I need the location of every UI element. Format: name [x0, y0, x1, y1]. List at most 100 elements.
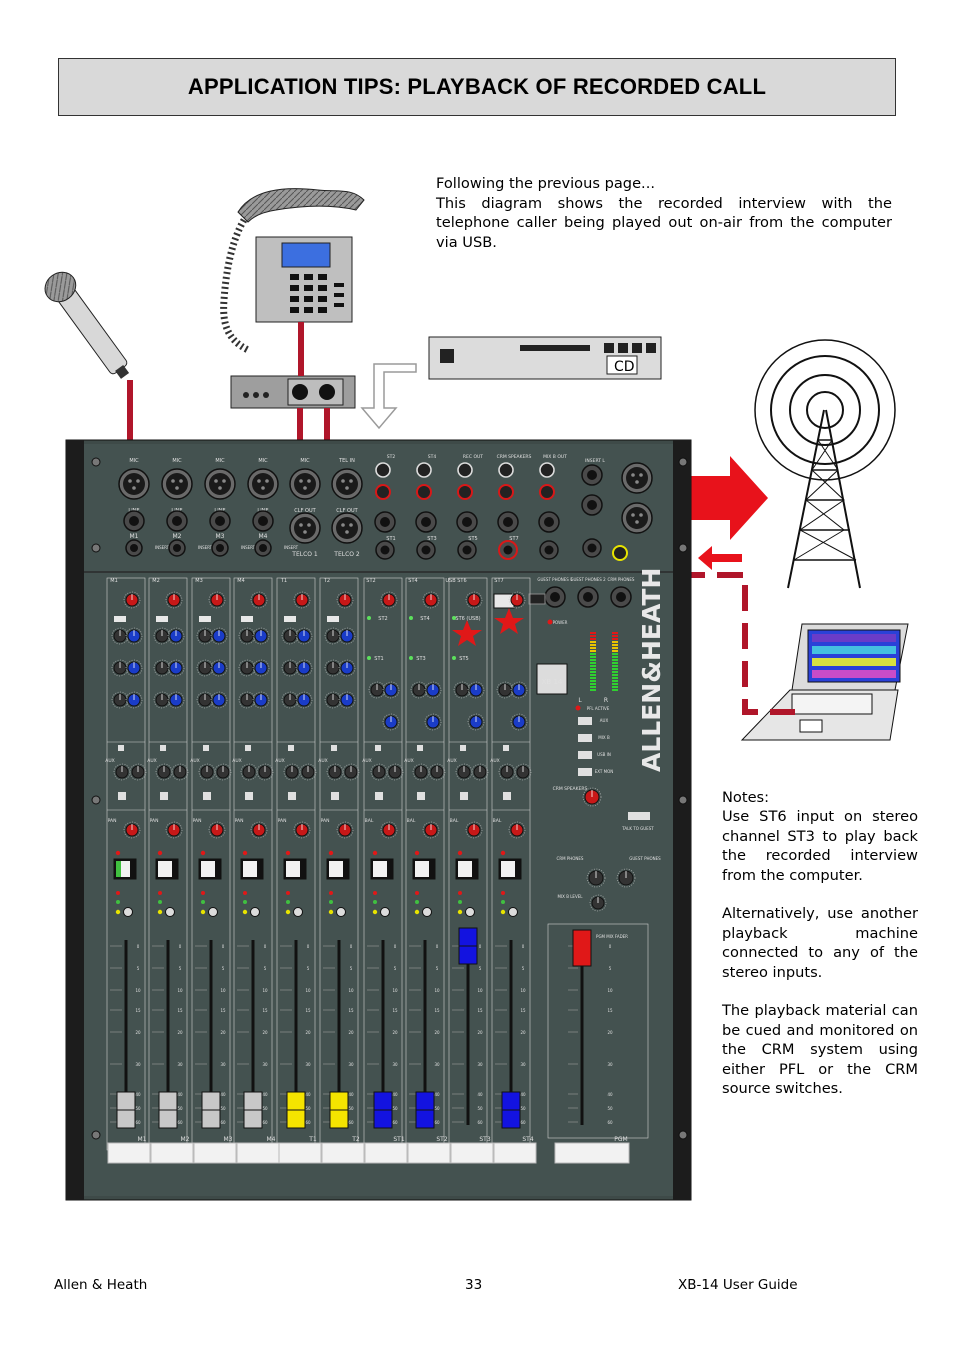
insert-l-label: INSERT L	[585, 458, 605, 464]
mute-led	[157, 850, 163, 856]
meter-segment	[612, 686, 618, 688]
knob-scale	[338, 627, 356, 645]
meter-segment	[590, 641, 596, 643]
meter-segment	[590, 647, 596, 649]
fader-scale: 30	[348, 1062, 354, 1067]
xlr-socket-inner	[252, 473, 274, 495]
cd-label: CD	[614, 359, 635, 375]
meter-segment	[590, 683, 596, 685]
rca-white	[375, 462, 391, 478]
fader-scale: 20	[177, 1030, 183, 1035]
knob-scale	[210, 691, 228, 709]
pfl-button	[508, 907, 518, 917]
fader-scale: 40	[177, 1092, 183, 1097]
strip-label: ST4	[408, 578, 417, 584]
master-fader-scale: 40	[607, 1092, 613, 1097]
meter-segment	[612, 635, 618, 637]
scribble-strip	[193, 1142, 237, 1164]
pfl-button	[293, 907, 303, 917]
knob-scale	[428, 763, 446, 781]
fader-scale: 40	[434, 1092, 440, 1097]
highlight-star	[452, 620, 482, 646]
scribble-label: M4	[267, 1136, 276, 1143]
source-label: EXT MON	[595, 769, 614, 774]
knob-scale	[616, 868, 636, 888]
xlr-pin	[349, 479, 353, 483]
signal-led	[243, 900, 247, 904]
meter-l: L	[578, 697, 582, 704]
fader-scale: 40	[520, 1092, 526, 1097]
crm-phones-label: CRM PHONES	[557, 856, 584, 861]
xlr-pin	[303, 530, 307, 534]
fader-scale: 15	[262, 1008, 268, 1013]
knob-scale	[412, 763, 430, 781]
fader-scale: 50	[520, 1106, 526, 1111]
knob-scale	[171, 763, 189, 781]
scribble-strip	[150, 1142, 194, 1164]
strip-label: T1	[280, 578, 287, 584]
highlight-star	[494, 608, 524, 634]
source-label: AUX	[600, 718, 609, 723]
pan-label: BAL	[493, 818, 502, 824]
fader-scale: 60	[477, 1120, 483, 1125]
meter-segment	[590, 653, 596, 655]
aux-label: AUX	[232, 758, 241, 764]
xlr-pin	[257, 479, 261, 483]
xlr-socket-inner	[336, 473, 358, 495]
xlr-socket-inner	[336, 517, 358, 539]
xlr-socket-inner	[209, 473, 231, 495]
fader-scale: 40	[392, 1092, 398, 1097]
xlr-pin	[345, 530, 349, 534]
st-mid: ST7	[509, 536, 518, 542]
scribble-label: T2	[351, 1136, 360, 1143]
mute-switch-face	[415, 861, 429, 877]
intro-line-1: Following the previous page...	[436, 175, 655, 192]
scribble-strip	[321, 1142, 365, 1164]
fader-scale: 60	[262, 1120, 268, 1125]
master-fader-scale: 10	[607, 988, 613, 993]
channel-name: TELCO 2	[333, 551, 360, 558]
pfl-led	[500, 909, 506, 915]
st-sub-label: ST1	[374, 656, 383, 662]
notes-paragraph-3: The playback material can be cued and mo…	[722, 1002, 918, 1098]
insert-label: INSERT	[241, 545, 256, 550]
usb-arrow-icon	[698, 546, 742, 570]
pfl-button	[165, 907, 175, 917]
phones-label: CRM PHONES	[608, 577, 635, 582]
pan-label: BAL	[365, 818, 374, 824]
jack-hole	[215, 516, 225, 526]
knob-scale	[422, 591, 440, 609]
pre-button	[245, 745, 251, 751]
fader-scale: 0	[222, 944, 225, 949]
master-fader-scale: 60	[607, 1120, 613, 1125]
rca-red	[539, 484, 555, 500]
st-sub-label: ST3	[416, 656, 425, 662]
talk-label: TALK TO GUEST	[621, 826, 654, 831]
master-fader-area	[547, 923, 649, 1139]
stereo-label: MIX B OUT	[543, 454, 567, 460]
meter-segment	[612, 683, 618, 685]
fader-scale: 40	[348, 1092, 354, 1097]
pre-button	[460, 745, 466, 751]
fader-scale: 50	[220, 1106, 226, 1111]
knob-scale	[326, 763, 344, 781]
xlr-pin	[349, 523, 353, 527]
xlr-pin	[136, 479, 140, 483]
xlr-pin	[128, 479, 132, 483]
mute-led	[372, 850, 378, 856]
knob-scale	[167, 659, 185, 677]
power-label: POWER	[553, 620, 568, 625]
pre-button	[118, 745, 124, 751]
knob-scale	[214, 763, 232, 781]
channel-name: M1	[130, 533, 139, 540]
meter-segment	[590, 644, 596, 646]
microphone-icon	[44, 271, 130, 379]
knob-scale	[336, 821, 354, 839]
knob-scale	[252, 659, 270, 677]
fader-scale: 30	[520, 1062, 526, 1067]
stereo-label: ST4	[428, 454, 437, 460]
aux-label: AUX	[275, 758, 284, 764]
fader-scale: 10	[305, 988, 311, 993]
source-button	[578, 751, 592, 759]
page-title: APPLICATION TIPS: PLAYBACK OF RECORDED C…	[187, 74, 767, 99]
